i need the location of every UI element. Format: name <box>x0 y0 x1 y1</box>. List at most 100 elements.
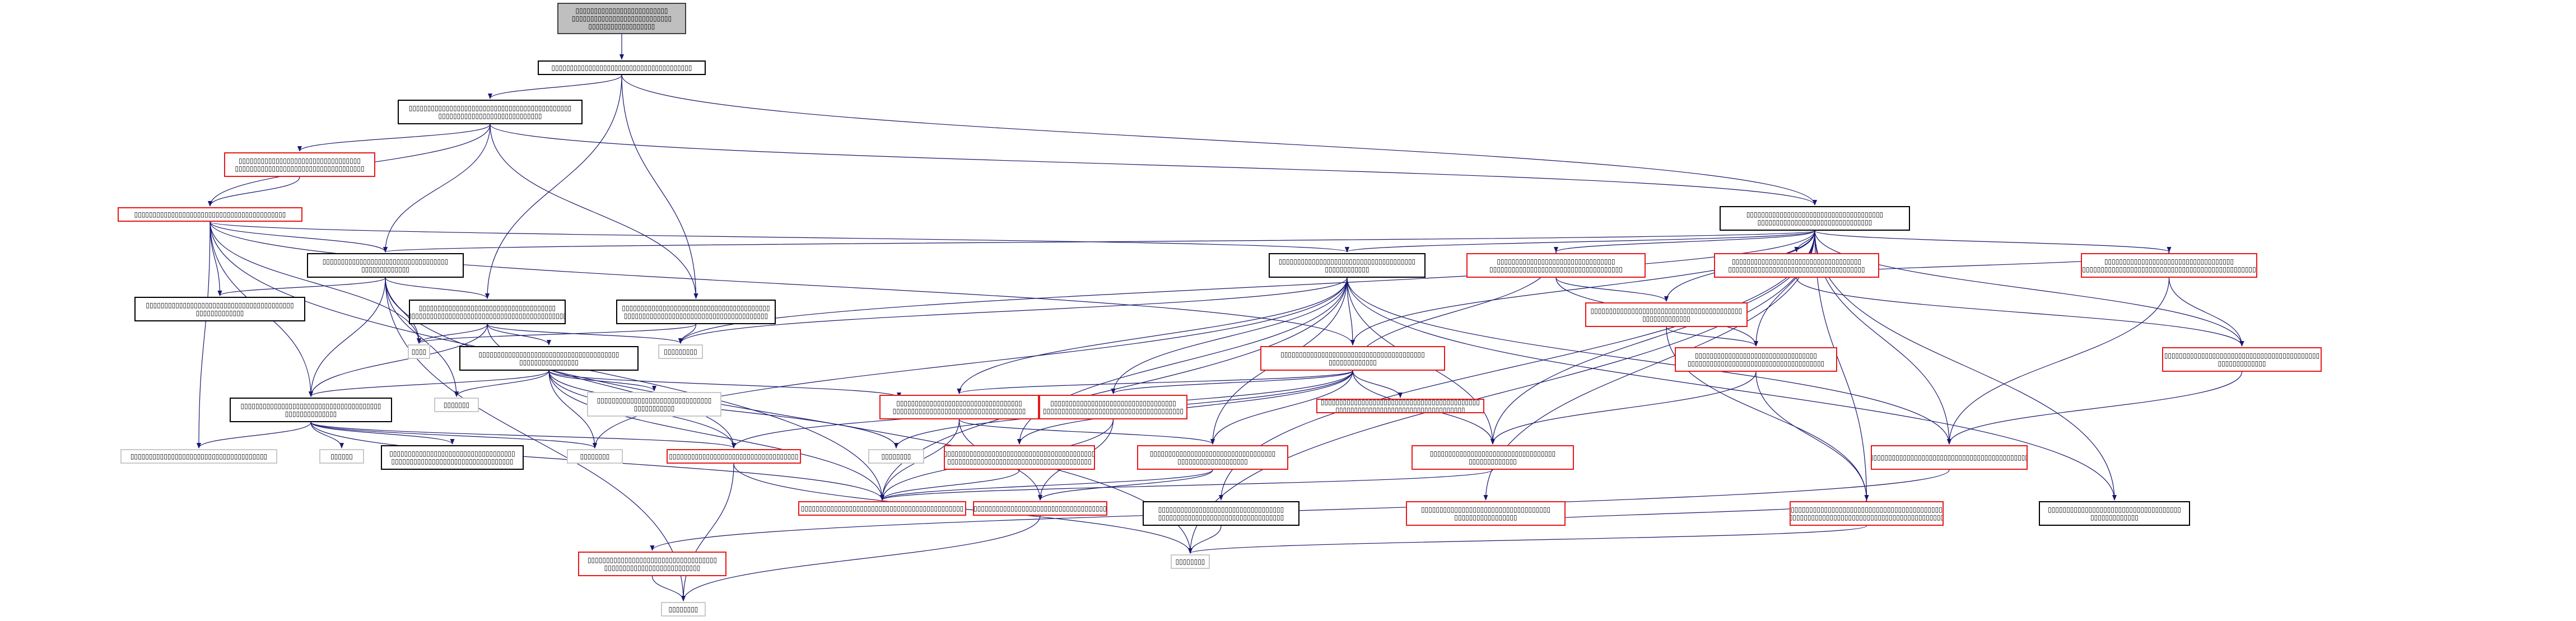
dependency-edge <box>487 324 683 344</box>
graph-node[interactable]: ▯▯▯▯▯▯▯▯▯ <box>658 344 703 359</box>
dependency-edge <box>1947 371 2243 445</box>
dependency-edge <box>1210 370 1353 445</box>
dependency-edge <box>217 277 386 296</box>
dependency-edge <box>209 221 421 344</box>
graph-node[interactable]: ▯▯▯▯▯▯▯▯▯▯▯▯▯▯▯▯▯▯▯▯▯▯▯▯▯▯▯▯▯▯▯▯▯▯▯▯▯▯▯▯… <box>2162 347 2322 372</box>
graph-node[interactable]: ▯▯▯▯▯▯▯▯▯▯▯▯▯▯▯▯▯▯▯▯▯▯▯▯▯▯▯▯▯▯▯▯▯▯▯▯▯ ▯▯… <box>1720 206 1910 231</box>
dependency-edge <box>621 74 698 299</box>
graph-node[interactable]: ▯▯▯▯▯▯▯▯▯▯▯▯▯▯▯▯▯▯▯▯▯▯▯▯▯▯▯▯▯▯▯▯▯▯▯▯▯▯▯▯… <box>118 207 302 222</box>
dependency-edge <box>487 324 551 345</box>
graph-node[interactable]: ▯▯▯▯▯▯▯▯▯▯▯▯▯▯▯▯▯▯▯▯▯▯▯▯▯▯▯▯▯▯▯▯▯▯▯▯▯ ▯▯… <box>409 300 566 324</box>
dependency-edge <box>384 230 1815 253</box>
graph-node[interactable]: ▯▯▯▯▯▯▯▯▯▯▯▯▯▯▯▯▯▯▯▯▯▯▯▯▯▯▯▯▯▯▯▯▯▯▯▯▯▯▯▯… <box>1316 399 1484 413</box>
graph-node[interactable]: ▯▯▯▯▯▯▯▯▯▯▯▯▯▯▯▯▯▯▯▯▯▯▯▯▯▯▯▯▯▯▯▯▯▯▯ ▯▯▯▯… <box>578 552 726 576</box>
graph-node[interactable]: ▯▯▯▯▯▯▯▯▯▯▯▯▯▯▯▯▯▯▯▯▯▯▯▯▯▯▯▯▯▯▯▯▯▯▯▯ <box>973 501 1107 516</box>
dependency-edge <box>309 277 386 397</box>
dependency-edge <box>383 124 491 253</box>
dependency-edge <box>310 422 344 449</box>
dependency-edge <box>1666 326 1758 347</box>
dependency-edge <box>1814 230 1869 501</box>
graph-node[interactable]: ▯▯▯▯▯▯▯▯▯▯▯▯▯▯▯▯▯▯▯▯▯▯▯▯▯▯▯▯▯▯▯▯▯▯ ▯▯▯▯▯… <box>307 253 464 278</box>
graph-node[interactable]: ▯▯▯▯▯▯▯▯ <box>1171 554 1210 569</box>
graph-node[interactable]: ▯▯▯▯▯▯▯▯▯▯▯▯▯▯▯▯▯▯▯▯▯▯▯▯▯▯▯▯▯▯▯▯▯▯ ▯▯▯▯▯… <box>1143 501 1299 526</box>
dependency-edge <box>1347 277 1355 345</box>
dependency-edge <box>417 324 488 344</box>
dependency-edge <box>197 422 311 449</box>
graph-node[interactable]: ▯▯▯▯▯▯▯▯ <box>567 449 623 464</box>
dependency-edge <box>310 422 597 449</box>
dependency-edge <box>209 221 1349 253</box>
dependency-edge <box>678 324 697 344</box>
graph-node[interactable]: ▯▯▯▯▯▯▯▯▯▯▯▯▯▯▯▯▯▯▯▯▯▯▯▯▯▯▯▯▯▯▯▯▯▯ ▯▯▯▯▯… <box>879 395 1039 419</box>
dependency-edge <box>548 370 898 449</box>
dependency-edge <box>310 422 455 445</box>
dependency-edge <box>1555 277 1669 302</box>
graph-node[interactable]: ▯▯▯▯▯▯▯▯▯▯▯▯▯▯▯▯▯▯▯▯▯▯▯▯▯▯▯▯▯▯▯▯▯▯▯▯▯▯ ▯… <box>459 346 639 371</box>
graph-node[interactable]: ▯▯▯▯▯▯▯▯▯▯▯▯▯▯▯▯▯▯▯▯▯▯▯▯▯▯▯▯▯▯▯▯▯▯ ▯▯▯▯▯… <box>381 445 524 470</box>
graph-node[interactable]: ▯▯▯▯▯▯▯▯▯▯▯▯▯▯▯▯▯▯▯▯▯▯▯▯▯▯▯▯▯▯▯▯▯▯▯▯▯▯▯▯… <box>398 100 583 124</box>
graph-node[interactable]: ▯▯▯▯▯▯▯▯▯▯▯▯▯▯▯▯▯▯▯▯▯▯▯▯▯▯▯▯▯▯▯▯▯▯▯▯▯▯ <box>538 60 706 75</box>
dependency-edge <box>1814 230 2117 501</box>
graph-node[interactable]: ▯▯▯▯▯▯▯▯ <box>661 602 706 617</box>
graph-node[interactable]: ▯▯▯▯▯▯▯▯▯▯▯▯▯▯▯▯▯▯▯▯▯▯▯▯▯▯▯▯▯▯▯▯▯▯▯▯▯▯▯▯… <box>798 501 966 516</box>
graph-node[interactable]: ▯▯▯▯▯▯▯▯ <box>868 449 924 464</box>
graph-node[interactable]: ▯▯▯▯▯▯▯▯▯▯▯▯▯▯▯▯▯▯▯▯▯▯▯▯▯▯▯▯▯▯▯▯ ▯▯▯▯▯▯▯… <box>1466 253 1646 278</box>
dependency-edge <box>385 277 1192 554</box>
graph-node[interactable]: ▯▯▯▯▯▯▯▯▯▯▯▯▯▯▯▯▯▯▯▯▯▯▯▯▯▯▯▯▯▯▯▯▯▯▯▯▯▯▯ … <box>1260 346 1445 371</box>
dependency-edge <box>297 124 491 152</box>
dependency-edge <box>1188 525 1222 554</box>
dependency-edge <box>1347 277 1951 445</box>
graph-node[interactable]: ▯▯▯▯▯▯▯▯▯▯▯▯▯▯▯▯▯▯▯▯▯▯▯▯▯▯▯▯▯▯▯▯▯▯▯▯▯▯ ▯… <box>230 398 392 422</box>
dependency-edge <box>490 124 698 299</box>
dependency-edge <box>209 221 1355 345</box>
graph-node[interactable]: ▯▯▯▯▯▯▯▯▯▯▯▯▯▯▯▯▯▯▯▯▯▯▯▯▯▯▯▯▯▯▯▯▯▯▯▯▯▯▯▯… <box>944 445 1095 470</box>
dependency-edge <box>1345 230 1815 253</box>
dependency-edge <box>1794 230 1815 253</box>
graph-node[interactable]: ▯▯▯▯▯▯▯▯▯▯▯▯▯▯▯▯▯▯▯▯▯▯▯▯▯▯▯▯▯▯▯▯▯▯▯ ▯▯▯▯… <box>1714 253 1879 278</box>
graph-node[interactable]: ▯▯▯▯▯▯▯▯▯▯▯▯▯▯▯▯▯▯▯▯▯▯▯▯▯▯▯▯▯▯▯▯▯▯▯▯▯▯▯▯… <box>616 300 776 324</box>
dependency-edge <box>309 370 549 397</box>
dependency-edge <box>681 515 1041 601</box>
graph-node[interactable]: ▯▯▯▯▯▯▯▯▯▯▯▯▯▯▯▯▯▯▯▯▯▯▯▯▯▯▯▯▯▯▯▯▯▯▯ ▯▯▯▯… <box>2081 253 2257 278</box>
graph-node[interactable]: ▯▯▯▯▯▯▯▯▯▯▯▯▯▯▯▯▯▯▯▯▯▯▯▯▯▯▯▯▯▯▯▯▯▯▯▯▯▯▯▯… <box>1790 501 1944 526</box>
graph-node[interactable]: ▯▯▯▯▯▯▯▯▯▯▯▯▯▯▯▯▯▯▯▯▯▯▯▯▯ ▯▯▯▯▯▯▯▯▯▯▯▯▯▯… <box>557 3 686 34</box>
dependency-edge <box>2168 277 2244 347</box>
graph-node[interactable]: ▯▯▯▯▯▯▯▯▯▯▯▯▯▯▯▯▯▯▯▯▯▯▯▯▯▯▯▯▯▯▯▯▯▯▯▯▯ <box>120 449 277 464</box>
graph-node[interactable]: ▯▯▯▯▯▯▯▯▯▯▯▯▯▯▯▯▯▯▯▯▯▯▯▯▯▯▯▯▯▯▯▯▯▯▯▯▯ ▯▯… <box>1269 253 1426 278</box>
dependency-edge <box>197 221 211 449</box>
dependency-edge <box>548 370 656 391</box>
dependency-edge <box>310 422 736 449</box>
dependency-edge <box>209 221 388 253</box>
graph-node[interactable]: ▯▯▯▯▯▯▯▯▯▯▯▯▯▯▯▯▯▯▯▯▯▯▯▯▯▯▯▯▯▯▯▯▯▯▯▯▯▯▯▯… <box>1585 302 1748 327</box>
graph-node[interactable]: ▯▯▯▯▯▯▯ <box>434 398 479 412</box>
dependency-edge <box>548 370 884 501</box>
graph-node[interactable]: ▯▯▯▯▯▯▯▯▯▯▯▯▯▯▯▯▯▯▯▯▯▯▯▯▯▯▯▯▯▯▯ ▯▯▯▯▯▯▯▯… <box>587 392 721 417</box>
graph-node[interactable]: ▯▯▯▯▯▯▯▯▯▯▯▯▯▯▯▯▯▯▯▯▯▯▯▯▯▯▯▯▯▯▯▯▯▯▯▯▯▯▯▯… <box>1871 445 2028 470</box>
dependency-edge <box>209 221 222 296</box>
graph-node[interactable]: ▯▯▯▯▯▯ <box>319 449 364 464</box>
dependency-edge <box>488 74 622 99</box>
dependency-edge <box>621 74 1817 206</box>
graph-node[interactable]: ▯▯▯▯▯▯▯▯▯▯▯▯▯▯▯▯▯▯▯▯▯▯▯▯▯▯▯▯▯▯▯▯▯▯ ▯▯▯▯▯… <box>1039 395 1187 419</box>
dependency-edge <box>417 324 697 344</box>
graph-node[interactable]: ▯▯▯▯▯▯▯▯▯▯▯▯▯▯▯▯▯▯▯▯▯▯▯▯▯▯▯▯▯▯▯▯▯▯ ▯▯▯▯▯… <box>1137 445 1288 470</box>
dependency-edge <box>1947 277 2170 445</box>
dependency-edge <box>1352 370 1403 398</box>
dependency-edge <box>548 370 901 398</box>
graph-node[interactable]: ▯▯▯▯ <box>408 344 430 359</box>
dependency-edge <box>1038 469 1213 501</box>
graph-node[interactable]: ▯▯▯▯▯▯▯▯▯▯▯▯▯▯▯▯▯▯▯▯▯▯▯▯▯▯▯▯▯▯▯▯▯▯▯ ▯▯▯▯… <box>1406 501 1566 526</box>
dependency-edge <box>385 277 490 299</box>
graph-node[interactable]: ▯▯▯▯▯▯▯▯▯▯▯▯▯▯▯▯▯▯▯▯▯▯▯▯▯▯▯▯▯▯▯▯▯▯▯▯▯▯▯▯… <box>134 297 305 321</box>
graph-node[interactable]: ▯▯▯▯▯▯▯▯▯▯▯▯▯▯▯▯▯▯▯▯▯▯▯▯▯▯▯▯▯▯▯▯▯ ▯▯▯▯▯▯… <box>1675 347 1837 372</box>
dependency-edge <box>1350 230 1815 345</box>
dependency-edge <box>1188 525 1867 554</box>
graph-node[interactable]: ▯▯▯▯▯▯▯▯▯▯▯▯▯▯▯▯▯▯▯▯▯▯▯▯▯▯▯▯▯▯▯▯▯▯▯▯ ▯▯▯… <box>2039 501 2190 526</box>
dependency-edge <box>1796 277 2244 347</box>
dependency-edge <box>1490 371 1757 445</box>
graph-node[interactable]: ▯▯▯▯▯▯▯▯▯▯▯▯▯▯▯▯▯▯▯▯▯▯▯▯▯▯▯▯▯▯▯▯▯▯ ▯▯▯▯▯… <box>1412 445 1574 470</box>
graph-node[interactable]: ▯▯▯▯▯▯▯▯▯▯▯▯▯▯▯▯▯▯▯▯▯▯▯▯▯▯▯▯▯▯▯▯▯ ▯▯▯▯▯▯… <box>224 152 375 177</box>
graph-node[interactable]: ▯▯▯▯▯▯▯▯▯▯▯▯▯▯▯▯▯▯▯▯▯▯▯▯▯▯▯▯▯▯▯▯▯▯▯ <box>667 449 801 464</box>
dependency-edge <box>681 463 734 601</box>
